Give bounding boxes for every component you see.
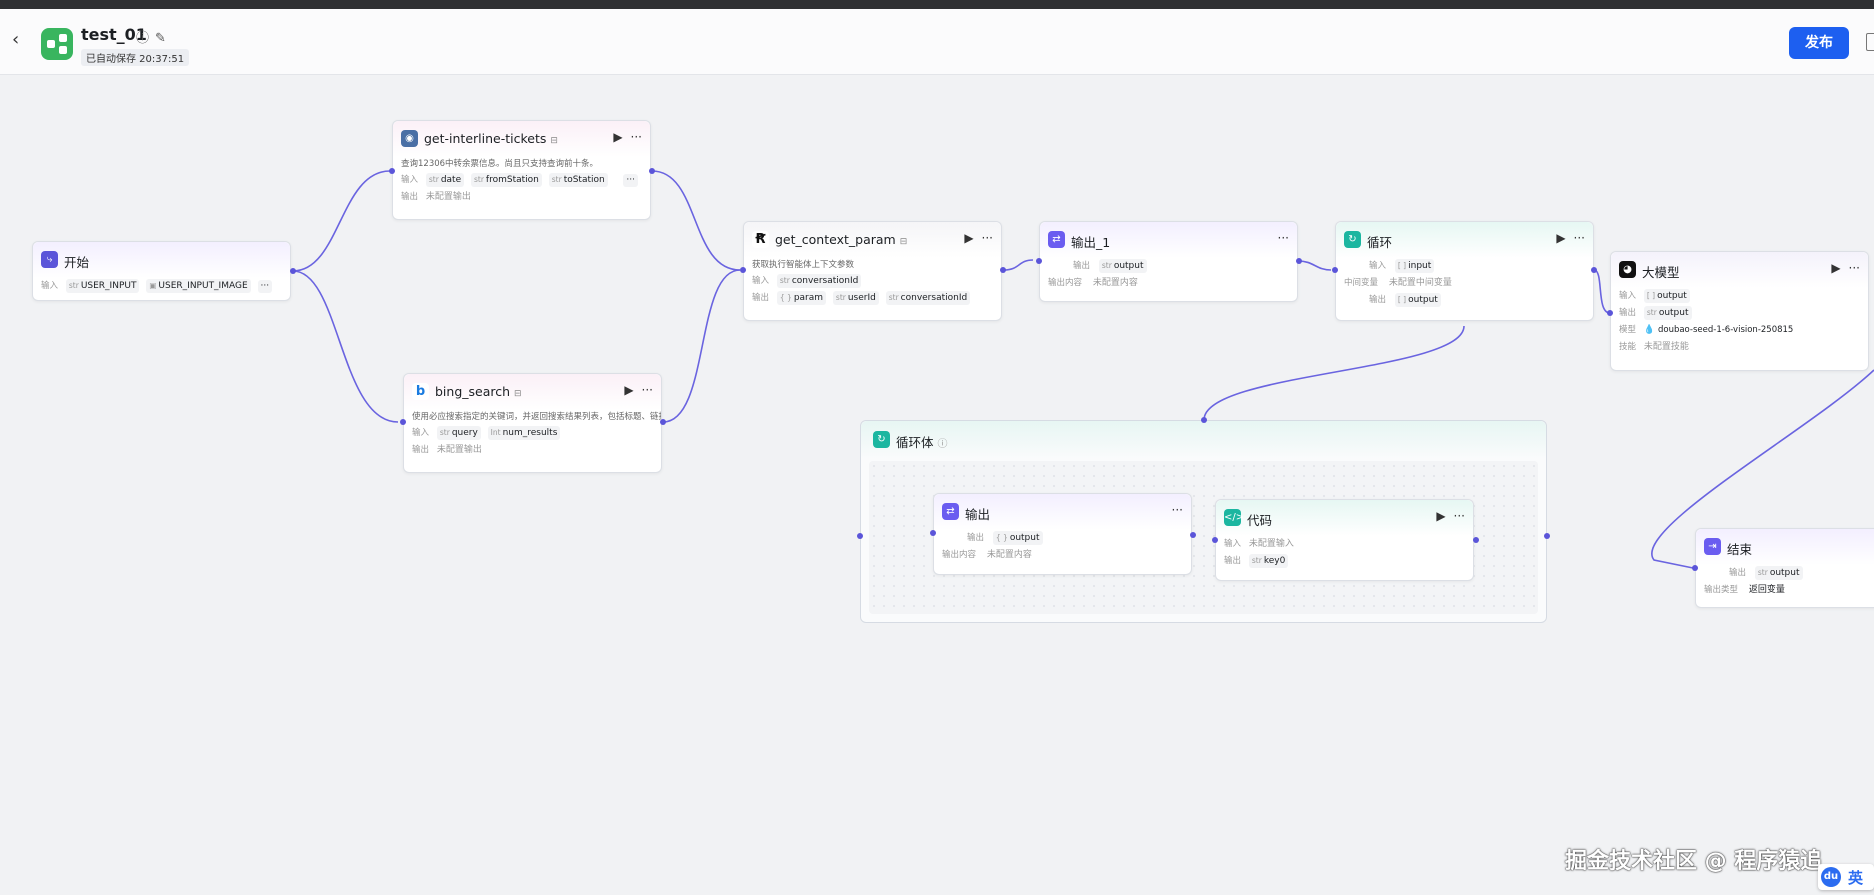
- node-title: 循环体: [896, 435, 934, 450]
- more-menu-icon[interactable]: ···: [981, 231, 993, 245]
- port-dot[interactable]: [400, 419, 406, 425]
- edge-loop-body: [1203, 325, 1465, 421]
- run-icon[interactable]: ▶: [1831, 261, 1841, 275]
- tickets-plugin-node[interactable]: ◉ get-interline-tickets ⊟ ▶ ··· 查询12306中转…: [392, 120, 651, 220]
- output-node-icon: ⇄: [1048, 231, 1065, 248]
- workflow-title: test_01: [81, 25, 147, 44]
- node-title: 循环: [1367, 235, 1393, 250]
- info-icon[interactable]: ⓘ: [136, 31, 156, 46]
- edit-icon[interactable]: ✎: [155, 31, 172, 46]
- plugin-badge-icon: ⊟: [550, 136, 558, 146]
- edge-output1-loop: [1297, 260, 1332, 271]
- loop-body-icon: ↻: [873, 431, 890, 448]
- port-dot[interactable]: [649, 168, 655, 174]
- context-param-node[interactable]: Ꞧ get_context_param ⊟ ▶··· 获取执行智能体上下文参数 …: [743, 221, 1002, 321]
- node-description: 查询12306中转余票信息。尚且只支持查询前十条。: [401, 159, 599, 169]
- node-title: 输出_1: [1071, 235, 1111, 250]
- port-dot[interactable]: [1000, 267, 1006, 273]
- edge-start-bing: [292, 270, 399, 423]
- back-chevron-icon[interactable]: ‹: [12, 29, 20, 50]
- edge-context-output1: [1003, 259, 1034, 271]
- run-icon[interactable]: ▶: [1436, 509, 1446, 523]
- edge-start-tickets: [292, 170, 391, 272]
- inner-output-node[interactable]: ⇄ 输出 ··· 输出 { }output 输出内容 未配置内容: [933, 493, 1192, 575]
- bing-icon: b: [412, 383, 429, 400]
- more-icon[interactable]: ···: [257, 280, 273, 293]
- node-title: get_context_param: [775, 232, 896, 247]
- window-top-strip: [0, 0, 1874, 9]
- more-menu-icon[interactable]: ···: [1453, 509, 1465, 523]
- header-bar: ‹ test_01 ⓘ✎ 已自动保存 20:37:51 发布: [0, 9, 1874, 75]
- info-icon: ⓘ: [937, 439, 948, 450]
- port-dot[interactable]: [857, 533, 863, 539]
- run-icon[interactable]: ▶: [964, 231, 974, 245]
- context-plugin-icon: Ꞧ: [752, 231, 769, 248]
- end-icon: ⇥: [1704, 538, 1721, 555]
- llm-icon: ◕: [1619, 261, 1636, 278]
- node-title: 结束: [1727, 542, 1753, 557]
- panel-toggle-icon[interactable]: [1866, 33, 1874, 51]
- loop-icon: ↻: [1344, 231, 1361, 248]
- node-title: 开始: [64, 255, 90, 270]
- plugin-badge-icon: ⊟: [899, 237, 908, 247]
- port-dot[interactable]: [1473, 537, 1479, 543]
- node-title: 大模型: [1642, 265, 1680, 280]
- ime-mode: 英: [1848, 869, 1864, 887]
- port-dot[interactable]: [1036, 258, 1042, 264]
- node-title: 代码: [1247, 513, 1273, 528]
- watermark: 掘金技术社区 @ 程序猿追: [1565, 849, 1823, 874]
- ime-indicator[interactable]: du 英: [1818, 864, 1874, 890]
- more-menu-icon[interactable]: ···: [630, 130, 642, 144]
- port-dot[interactable]: [1607, 310, 1613, 316]
- port-dot[interactable]: [1296, 258, 1302, 264]
- more-menu-icon[interactable]: ···: [1277, 231, 1289, 245]
- port-dot[interactable]: [1212, 537, 1218, 543]
- start-icon: ⤷: [41, 251, 58, 268]
- port-dot[interactable]: [1591, 267, 1597, 273]
- port-dot[interactable]: [290, 268, 296, 274]
- node-title: 输出: [965, 507, 991, 522]
- output-node-icon: ⇄: [942, 503, 959, 520]
- port-dot[interactable]: [1201, 417, 1207, 423]
- edge-tickets-context: [651, 170, 741, 271]
- more-menu-icon[interactable]: ···: [1171, 503, 1183, 517]
- more-menu-icon[interactable]: ···: [1573, 231, 1585, 245]
- node-title: bing_search: [435, 384, 511, 399]
- port-dot[interactable]: [740, 267, 746, 273]
- port-dot[interactable]: [660, 419, 666, 425]
- port-dot[interactable]: [1692, 565, 1698, 571]
- node-title: get-interline-tickets: [424, 131, 547, 146]
- edge-loop-llm: [1593, 269, 1611, 314]
- port-dot[interactable]: [1190, 532, 1196, 538]
- workflow-app-icon: [41, 28, 73, 60]
- port-dot[interactable]: [1332, 267, 1338, 273]
- autosave-status: 已自动保存 20:37:51: [81, 49, 190, 66]
- code-icon: </>: [1224, 509, 1244, 526]
- port-dot[interactable]: [930, 530, 936, 536]
- model-drop-icon: 💧: [1643, 325, 1656, 335]
- loop-node[interactable]: ↻ 循环 ▶··· 输入 [ ]input 中间变量 未配置中间变量 输出 [ …: [1335, 221, 1594, 321]
- plugin-badge-icon: ⊟: [514, 389, 522, 399]
- run-icon[interactable]: ▶: [613, 130, 623, 144]
- publish-button[interactable]: 发布: [1789, 27, 1849, 59]
- edge-bing-context: [662, 269, 741, 423]
- port-dot[interactable]: [1544, 533, 1550, 539]
- more-icon[interactable]: ···: [623, 174, 638, 187]
- bing-search-node[interactable]: b bing_search ⊟ ▶ ··· 使用必应搜索指定的关键词，并返回搜索结…: [403, 373, 662, 473]
- port-dot[interactable]: [389, 168, 395, 174]
- more-menu-icon[interactable]: ···: [1848, 261, 1860, 275]
- node-description: 使用必应搜索指定的关键词，并返回搜索结果列表，包括标题、链接、摘要和ID。: [412, 412, 661, 422]
- ime-logo-icon: du: [1821, 867, 1841, 887]
- more-menu-icon[interactable]: ···: [641, 383, 653, 397]
- train-plugin-icon: ◉: [401, 130, 418, 147]
- run-icon[interactable]: ▶: [624, 383, 634, 397]
- run-icon[interactable]: ▶: [1556, 231, 1566, 245]
- node-description: 获取执行智能体上下文参数: [752, 260, 855, 270]
